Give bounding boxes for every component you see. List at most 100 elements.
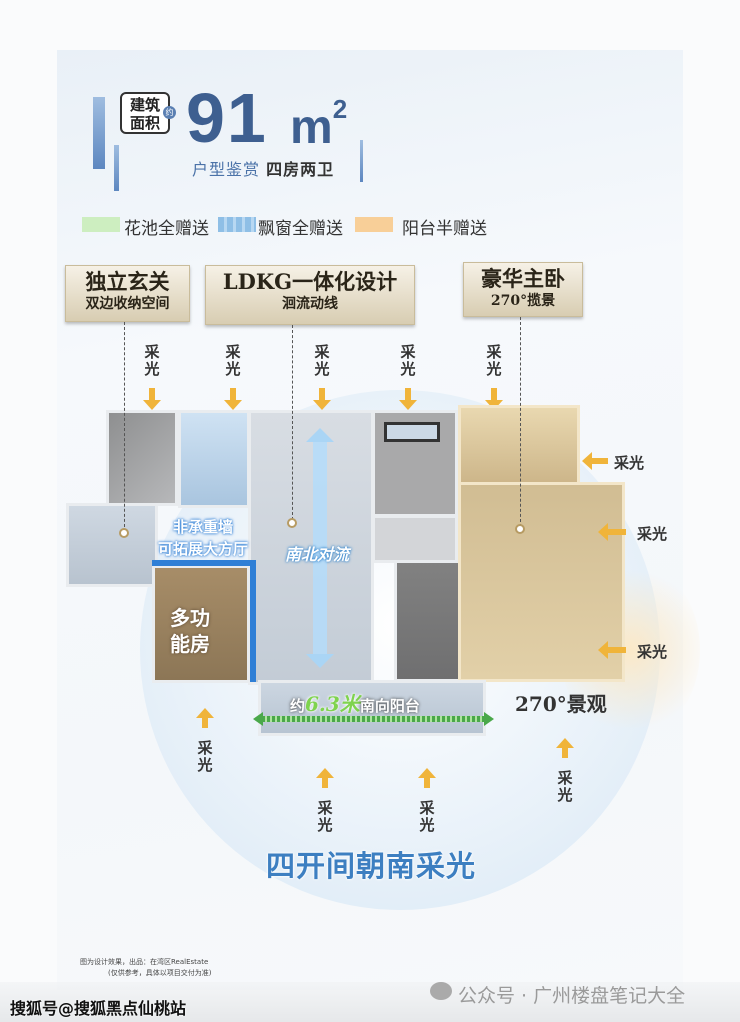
arrow-up-icon [316, 768, 334, 778]
wechat-icon [430, 982, 452, 1000]
slogan: 四开间朝南采光 [266, 849, 477, 883]
legend-label: 阳台半赠送 [402, 219, 487, 239]
light-label: 采光 [419, 799, 435, 834]
approx-badge: 约 [163, 106, 176, 119]
balcony-post: 南向阳台 [359, 697, 420, 715]
legend-swatch-bay-window [218, 217, 256, 232]
room-master-bath [458, 405, 580, 485]
room-tv [66, 503, 158, 587]
light-label: 采光 [486, 343, 502, 378]
room-master-bedroom [458, 482, 625, 682]
callout-ldkg: LDKG一体化设计洄流动线 [205, 265, 415, 325]
decor-bar [360, 140, 363, 182]
arrow-stem [149, 388, 155, 400]
arrow-down-icon [399, 400, 417, 410]
arrow-down-icon [143, 400, 161, 410]
callout-sub: 270°揽景 [490, 293, 556, 309]
legend-swatch-balcony [355, 217, 393, 232]
arrow-up-icon [556, 738, 574, 748]
room-bath [372, 515, 458, 563]
arrow-stem [608, 529, 626, 535]
subtitle: 户型鉴赏 四房两卫 [192, 156, 334, 180]
callout-sub: 洄流动线 [282, 296, 338, 312]
arrow-stem [405, 388, 411, 400]
multi-room-2: 能房 [170, 632, 210, 656]
room-entry [106, 410, 178, 506]
leader-line [292, 325, 293, 520]
area-label: 面积 [129, 114, 160, 132]
light-label: 采光 [197, 739, 213, 774]
balcony-pre: 约 [290, 697, 306, 715]
arrow-stem [592, 458, 608, 464]
callout-sub: 双边收纳空间 [85, 296, 170, 312]
watermark-left: 搜狐号@搜狐黑点仙桃站 [10, 999, 187, 1018]
arrow-right-icon [484, 712, 494, 726]
light-label: 采光 [614, 454, 645, 472]
callout-title: 豪华主卧 [481, 266, 565, 291]
balcony [258, 680, 486, 736]
callout-title: LDKG一体化设计 [222, 269, 398, 294]
balcony-length-arrow [262, 716, 484, 722]
light-label: 采光 [144, 343, 160, 378]
light-label: 采光 [314, 343, 330, 378]
light-label: 采光 [400, 343, 416, 378]
leader-dot [287, 518, 297, 528]
light-label: 采光 [637, 643, 668, 661]
arrow-stem [424, 778, 430, 788]
footnote-2: (仅供参考，具体以项目交付为准) [108, 969, 212, 977]
subtitle-b: 四房两卫 [266, 160, 335, 179]
legend-swatch-planter [82, 217, 120, 232]
area-label: 建筑 [129, 96, 160, 114]
arrow-up-icon [306, 428, 334, 442]
leader-line [124, 322, 125, 532]
callout-title: 独立玄关 [85, 269, 170, 294]
balcony-label: 约6.3米南向阳台 [290, 688, 420, 717]
arrow-left-icon [598, 523, 608, 541]
unit-sup: 2 [332, 94, 348, 124]
multi-room-1: 多功 [170, 606, 210, 630]
light-label: 采光 [225, 343, 241, 378]
arrow-down-icon [306, 654, 334, 668]
multi-room-label: 多功能房 [170, 605, 210, 657]
unit-text: m [290, 101, 333, 154]
light-label: 采光 [317, 799, 333, 834]
callout-master: 豪华主卧 270°揽景 [463, 262, 583, 317]
arrow-left-icon [253, 712, 263, 726]
light-label: 采光 [557, 769, 573, 804]
arrow-left-icon [598, 641, 608, 659]
bay-window [384, 422, 440, 442]
legend-label: 花池全赠送 [124, 219, 209, 239]
decor-bar [114, 145, 119, 191]
arrow-down-icon [313, 400, 331, 410]
area-unit: m2 [290, 94, 347, 155]
wall-note-1: 非承重墙 [173, 518, 234, 536]
watermark-right: 公众号 · 广州楼盘笔记大全 [458, 985, 686, 1007]
arrow-stem [202, 718, 208, 728]
room-kitchen [178, 410, 250, 508]
arrow-down-icon [224, 400, 242, 410]
footnote-1: 图为设计效果，出品：在湾区RealEstate [80, 958, 209, 966]
room-living [248, 410, 374, 685]
light-label: 采光 [637, 525, 668, 543]
airflow-arrow [313, 440, 327, 655]
arrow-stem [562, 748, 568, 758]
decor-bar [93, 97, 105, 169]
arrow-up-icon [196, 708, 214, 718]
room-multi-function [152, 565, 250, 683]
arrow-stem [319, 388, 325, 400]
watermark-band [0, 982, 740, 1022]
legend-label: 飘窗全赠送 [258, 219, 343, 239]
area-value: 91 [186, 79, 268, 157]
leader-dot [119, 528, 129, 538]
balcony-length: 6.3米 [305, 692, 360, 716]
arrow-stem [322, 778, 328, 788]
leader-dot [515, 524, 525, 534]
footnote: 图为设计效果，出品：在湾区RealEstate (仅供参考，具体以项目交付为准) [80, 957, 211, 979]
arrow-up-icon [418, 768, 436, 778]
non-load-wall [250, 560, 256, 682]
wall-note-2: 可拓展大方厅 [158, 540, 249, 558]
wall-note: 非承重墙可拓展大方厅 [158, 516, 248, 560]
subtitle-a: 户型鉴赏 [192, 160, 261, 179]
arrow-left-icon [582, 452, 592, 470]
callout-entry: 独立玄关双边收纳空间 [65, 265, 190, 322]
